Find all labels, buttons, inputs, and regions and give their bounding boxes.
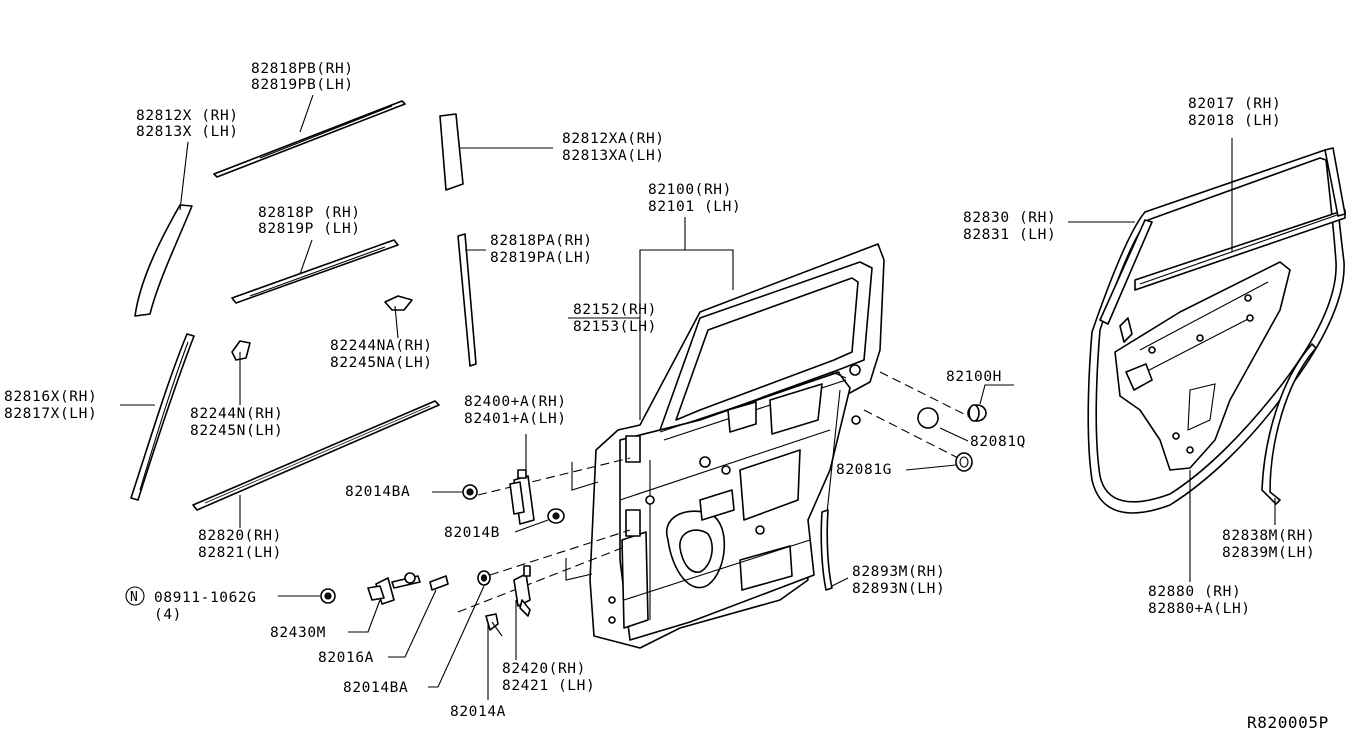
nut-82014B (547, 508, 565, 524)
label-82081Q: 82081Q (970, 434, 1026, 450)
nut-symbol: N (125, 586, 145, 606)
label-08911: 08911-1062G (154, 590, 257, 606)
label-82880-rh: 82880 (RH) (1148, 584, 1241, 600)
label-82244N-lh: 82245N(LH) (190, 423, 283, 439)
molding-82818P (231, 239, 399, 304)
label-82812X-lh: 82813X (LH) (136, 124, 239, 140)
label-82818PA-rh: 82818PA(RH) (490, 233, 593, 249)
label-82244N-rh: 82244N(RH) (190, 406, 283, 422)
pillar-82812X (134, 204, 193, 317)
hinge-82420 (513, 565, 531, 617)
label-82830-rh: 82830 (RH) (963, 210, 1056, 226)
label-82152-rh: 82152(RH) (573, 302, 657, 318)
diagram-code: R820005P (1247, 713, 1329, 732)
label-82818PB-rh: 82818PB(RH) (251, 61, 354, 77)
weatherstrip-82017 (1099, 147, 1346, 325)
label-82014B: 82014B (444, 525, 500, 541)
strip-82838M (1261, 343, 1317, 505)
molding-82820 (192, 400, 440, 511)
label-82420-lh: 82421 (LH) (502, 678, 595, 694)
label-82017-rh: 82017 (RH) (1188, 96, 1281, 112)
label-82818P-lh: 82819P (LH) (258, 221, 361, 237)
label-82420-rh: 82420(RH) (502, 661, 586, 677)
hinge-pin-82430M (367, 572, 421, 605)
label-82812XA-rh: 82812XA(RH) (562, 131, 665, 147)
nut-08911 (320, 588, 336, 604)
label-82244NA-lh: 82245NA(LH) (330, 355, 433, 371)
pillar-82812XA (439, 113, 464, 191)
label-82830-lh: 82831 (LH) (963, 227, 1056, 243)
label-08911-qty: (4) (154, 607, 182, 623)
plug-82100H (967, 404, 987, 422)
leader-lines (120, 94, 1276, 700)
part-labels: 82818PB(RH) 82819PB(LH) 82812X (RH) 8281… (4, 61, 1329, 732)
label-82017-lh: 82018 (LH) (1188, 113, 1281, 129)
strip-82893M (820, 509, 833, 591)
plug-82081G (955, 452, 973, 472)
clip-82244N (231, 340, 251, 361)
molding-82818PB (213, 100, 406, 178)
door-panel-82100 (589, 243, 885, 649)
bolt-82016A (429, 575, 449, 591)
label-82838M-rh: 82838M(RH) (1222, 528, 1315, 544)
label-82081G: 82081G (836, 462, 892, 478)
strip-82818PA (457, 233, 477, 367)
label-82893M-lh: 82893N(LH) (852, 581, 945, 597)
label-82812X-rh: 82812X (RH) (136, 108, 239, 124)
label-82893M-rh: 82893M(RH) (852, 564, 945, 580)
clip-82244NA (384, 295, 413, 311)
label-82880-lh: 82880+A(LH) (1148, 601, 1251, 617)
inner-panel-82880 (1114, 261, 1291, 471)
label-82100-rh: 82100(RH) (648, 182, 732, 198)
label-82014A: 82014A (450, 704, 506, 720)
label-82818P-rh: 82818P (RH) (258, 205, 361, 221)
label-82820-rh: 82820(RH) (198, 528, 282, 544)
label-82838M-lh: 82839M(LH) (1222, 545, 1315, 561)
plug-82081Q (917, 407, 939, 429)
label-82820-lh: 82821(LH) (198, 545, 282, 561)
label-82816X-lh: 82817X(LH) (4, 406, 97, 422)
label-82816X-rh: 82816X(RH) (4, 389, 97, 405)
nut-82014BA-bottom (477, 570, 491, 586)
molding-82816X (130, 333, 195, 501)
assembly-lines (457, 371, 973, 613)
label-82100-lh: 82101 (LH) (648, 199, 741, 215)
label-82152-lh: 82153(LH) (573, 319, 657, 335)
nut-82014BA-top (462, 484, 478, 500)
label-82818PB-lh: 82819PB(LH) (251, 77, 354, 93)
label-82244NA-rh: 82244NA(RH) (330, 338, 433, 354)
label-82016A: 82016A (318, 650, 374, 666)
label-82100H: 82100H (946, 369, 1002, 385)
label-82400-rh: 82400+A(RH) (464, 394, 567, 410)
label-82014BA-top: 82014BA (345, 484, 410, 500)
bolt-82014A (485, 613, 503, 637)
label-82014BA-bottom: 82014BA (343, 680, 408, 696)
label-82818PA-lh: 82819PA(LH) (490, 250, 593, 266)
label-82812XA-lh: 82813XA(LH) (562, 148, 665, 164)
hinge-82400 (509, 469, 535, 525)
nut-symbol-letter: N (130, 590, 138, 605)
label-82400-lh: 82401+A(LH) (464, 411, 567, 427)
label-82430M: 82430M (270, 625, 326, 641)
